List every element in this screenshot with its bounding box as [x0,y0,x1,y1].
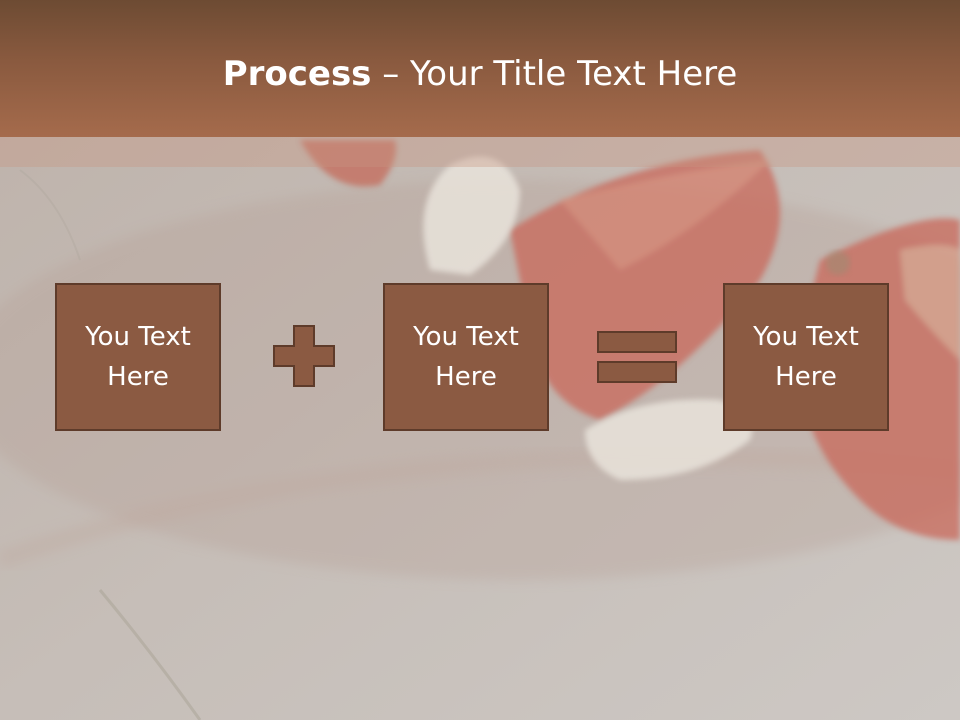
equals-icon [597,331,677,383]
title-bar [0,0,960,137]
title-rest: – Your Title Text Here [371,54,738,94]
title-band [0,137,960,167]
title-bold: Process [222,54,372,94]
text-box-2[interactable]: You Text Here [383,283,549,431]
text-box-3[interactable]: You Text Here [723,283,889,431]
text-box-1-label: You Text Here [85,322,191,392]
text-box-1[interactable]: You Text Here [55,283,221,431]
text-box-2-label: You Text Here [413,322,519,392]
slide-title: Process – Your Title Text Here [0,52,960,96]
text-box-3-label: You Text Here [753,322,859,392]
plus-icon [273,325,335,387]
